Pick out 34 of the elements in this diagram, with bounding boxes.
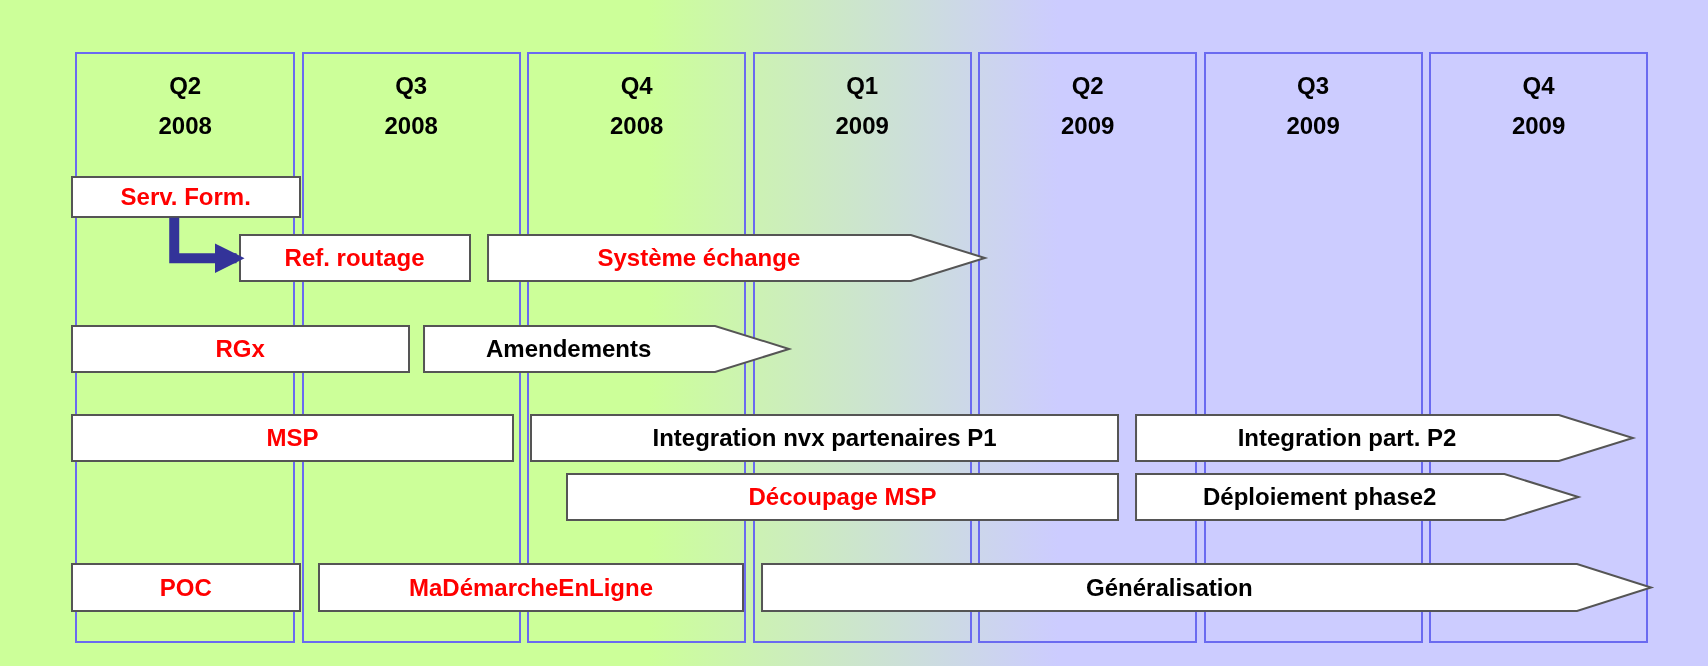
task-bar <box>70 563 301 613</box>
task-label: Amendements <box>485 334 653 363</box>
task-bar <box>70 324 410 373</box>
quarter-heading: Q2 2008 <box>145 66 226 151</box>
quarter-heading: Q4 2009 <box>1498 66 1579 151</box>
task-bar <box>566 472 1119 521</box>
task-bar <box>761 563 1653 613</box>
task-bar <box>70 413 515 462</box>
task-label: MSP <box>265 423 320 452</box>
task-label: Ref. routage <box>283 244 426 273</box>
task-bar <box>1135 472 1580 521</box>
quarter-heading: Q3 2008 <box>371 66 452 151</box>
quarter-heading: Q1 2009 <box>822 66 903 151</box>
task-bar <box>70 176 301 218</box>
task-bar <box>318 563 744 613</box>
task-label: MaDémarcheEnLigne <box>407 573 655 602</box>
task-label: POC <box>158 573 213 602</box>
task-label: Serv. Form. <box>119 183 252 212</box>
task-bar <box>486 234 986 283</box>
task-bar <box>238 234 471 283</box>
task-bar <box>530 413 1119 462</box>
task-label: Découpage MSP <box>747 482 938 511</box>
quarter-heading: Q2 2009 <box>1047 66 1128 151</box>
task-label: Système échange <box>596 244 802 273</box>
quarter-heading: Q4 2008 <box>596 66 677 151</box>
task-bar <box>422 324 790 373</box>
task-label: Integration nvx partenaires P1 <box>651 423 998 452</box>
task-label: Integration part. P2 <box>1236 423 1458 452</box>
bent-arrow <box>169 217 245 274</box>
task-label: Déploiement phase2 <box>1202 482 1438 511</box>
task-label: Généralisation <box>1085 573 1254 602</box>
task-bar <box>1135 413 1634 462</box>
task-label: RGx <box>214 334 266 363</box>
quarter-heading: Q3 2009 <box>1273 66 1354 151</box>
